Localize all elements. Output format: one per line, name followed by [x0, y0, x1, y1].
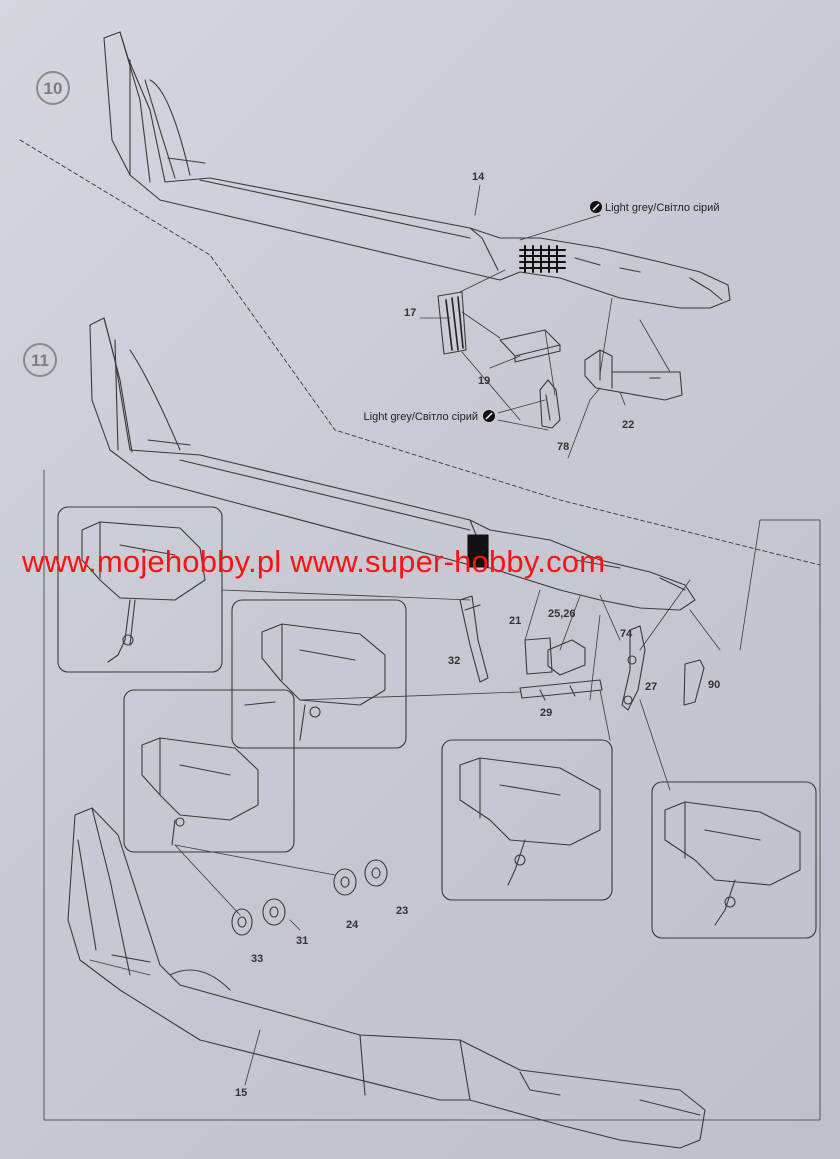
- part-label-78: 78: [557, 441, 569, 453]
- leader-line-15: [89, 959, 151, 976]
- inset-view-5: [651, 781, 817, 939]
- part-label-31: 31: [296, 935, 308, 947]
- paint-note-text-1: Light grey/Світло сірий: [605, 202, 719, 214]
- part-19-panel: [499, 329, 561, 363]
- part-17-seat-back: [437, 291, 467, 355]
- part-90-door: [683, 659, 705, 706]
- part-label-32: 32: [448, 655, 460, 667]
- fuselage-half-15: [67, 807, 706, 1149]
- part-27-gear-strut: [621, 625, 646, 711]
- part-25-26-seat: [547, 639, 586, 676]
- part-label-33: 33: [251, 953, 263, 965]
- part-label-24: 24: [346, 919, 359, 931]
- step-marker-10: 10: [36, 71, 70, 105]
- part-24-wheel: [333, 868, 357, 896]
- part-22-cockpit-floor: [584, 349, 683, 401]
- part-label-14: 14: [472, 171, 485, 183]
- watermark-text: www.mojehobby.pl www.super-hobby.com: [22, 544, 606, 579]
- part-78-control-stick: [539, 379, 561, 429]
- paint-note-2: Light grey/Світло сірий: [364, 410, 495, 423]
- part-31-wheel-hub: [262, 898, 286, 926]
- part-23-wheel-hub: [364, 859, 388, 887]
- leader-line-15b: [244, 1029, 261, 1086]
- step-number-11: 11: [31, 351, 49, 370]
- part-29-strut-bar: [519, 679, 603, 701]
- part-label-19: 19: [478, 375, 490, 387]
- part-33-wheel: [231, 908, 253, 936]
- part-label-74: 74: [620, 628, 633, 640]
- part-label-29: 29: [540, 707, 552, 719]
- paint-note-1: Light grey/Світло сірий: [590, 201, 719, 214]
- step-marker-11: 11: [23, 343, 57, 377]
- part-label-90: 90: [708, 679, 720, 691]
- inset-view-4: [441, 739, 613, 901]
- part-32-landing-gear-leg: [459, 595, 489, 683]
- part-label-17: 17: [404, 307, 416, 319]
- step-number-10: 10: [44, 79, 63, 98]
- part-label-21: 21: [509, 615, 521, 627]
- part-label-23: 23: [396, 905, 408, 917]
- part-label-15: 15: [235, 1087, 247, 1099]
- paint-note-text-2: Light grey/Світло сірий: [364, 411, 478, 423]
- fuselage-half-step-11: [89, 317, 696, 611]
- inset-view-1: [57, 506, 223, 673]
- leader-lines-step-11: [174, 579, 721, 931]
- inset-view-2: [231, 599, 407, 749]
- inset-view-3: [123, 689, 295, 853]
- cockpit-wall-detail: [519, 245, 566, 273]
- step-11-frame: [43, 469, 821, 1121]
- step-separator-dashed: [19, 139, 821, 566]
- part-label-25-26: 25,26: [548, 608, 576, 620]
- fuselage-half-step-10: [103, 31, 731, 309]
- leader-lines-step-10: [419, 184, 671, 459]
- part-label-22: 22: [622, 419, 634, 431]
- part-21-plate: [524, 637, 553, 675]
- part-label-27: 27: [645, 681, 657, 693]
